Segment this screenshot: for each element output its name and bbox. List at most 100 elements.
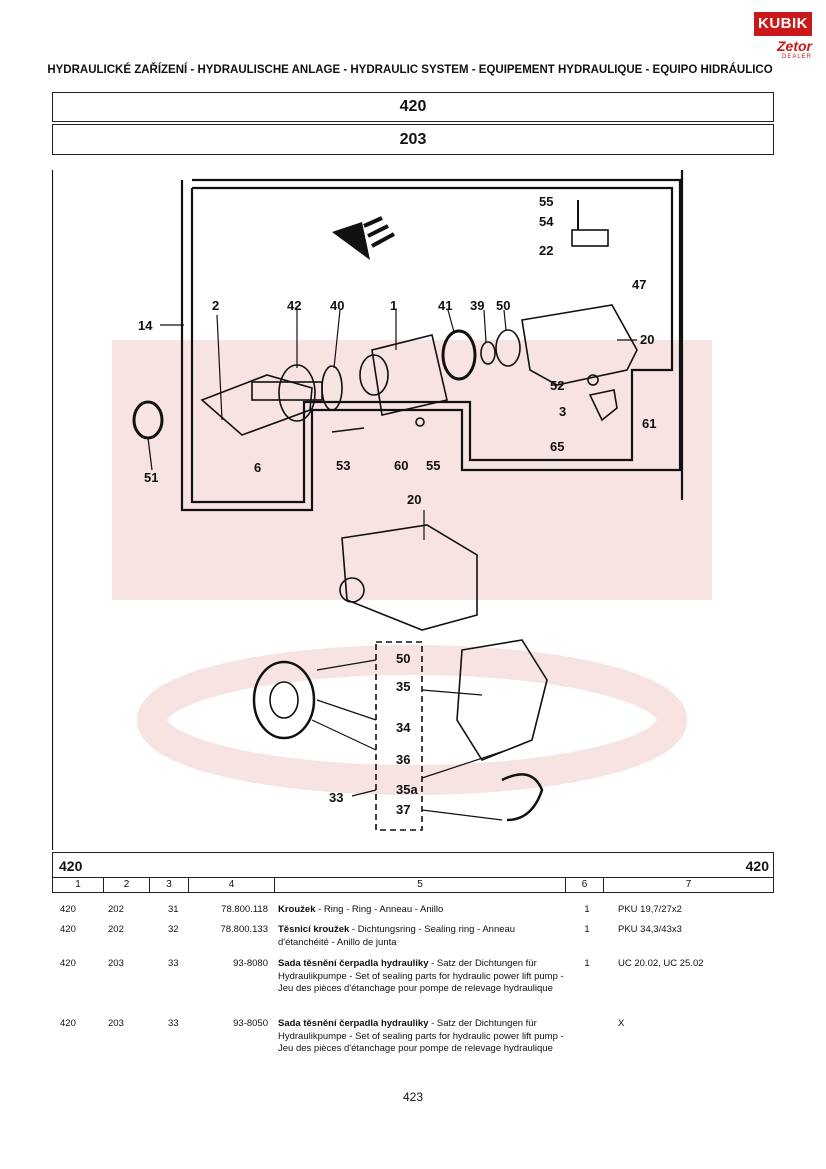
col-header-4: 4: [189, 878, 275, 892]
cell-note: UC 20.02, UC 25.02: [618, 958, 704, 969]
cell-description: Sada těsnění čerpadla hydrauliky - Satz …: [278, 958, 568, 996]
circlip-40: [321, 365, 343, 411]
part-name: Kroužek: [278, 904, 316, 915]
label-47: 47: [632, 277, 646, 292]
cell-position: 31: [168, 904, 179, 915]
label-55: 55: [539, 194, 553, 209]
label-39: 39: [470, 298, 484, 313]
label-37: 37: [396, 802, 410, 817]
label-51: 51: [144, 470, 158, 485]
label-6: 6: [254, 460, 261, 475]
pump-body-20: [521, 304, 638, 386]
cell-subgroup: 202: [108, 924, 124, 935]
label-22: 22: [539, 243, 553, 258]
label-35: 35: [396, 679, 410, 694]
cell-part-number: 93-8050: [233, 1018, 268, 1029]
col-header-5: 5: [275, 878, 566, 892]
ring-39: [480, 341, 496, 365]
watermark: [112, 340, 712, 795]
part-name: Sada těsnění čerpadla hydrauliky: [278, 958, 429, 969]
label-35a: 35a: [396, 782, 418, 797]
cell-part-number: 78.800.133: [220, 924, 268, 935]
cell-group: 420: [60, 958, 76, 969]
label-42: 42: [287, 298, 301, 313]
label-36: 36: [396, 752, 410, 767]
gasket-plate: [456, 639, 548, 761]
label-53: 53: [336, 458, 350, 473]
col-header-6: 6: [566, 878, 604, 892]
cell-subgroup: 203: [108, 958, 124, 969]
logo-brand: KUBIK: [754, 12, 812, 36]
elbow-3: [588, 389, 618, 422]
table-right-code: 420: [745, 858, 769, 874]
label-34: 34: [396, 720, 411, 735]
label-3: 3: [559, 404, 566, 419]
label-40: 40: [330, 298, 344, 313]
cell-description: Kroužek - Ring - Ring - Anneau - Anillo: [278, 904, 568, 917]
cell-note: PKU 34,3/43x3: [618, 924, 682, 935]
exploded-parts-diagram: 55 54 22 47 2 42 40 1 41 39 50 14 20 52 …: [52, 170, 712, 850]
col-header-3: 3: [150, 878, 189, 892]
label-20b: 20: [407, 492, 421, 507]
direction-arrow-icon: [332, 216, 395, 260]
label-14: 14: [138, 318, 153, 333]
table-left-code: 420: [59, 858, 83, 874]
seal-ring-assembly: [252, 660, 316, 740]
fitting-22: [571, 229, 609, 247]
part-translations: - Satz der Dichtungen für Hydraulikpumpe…: [278, 1018, 564, 1054]
cell-subgroup: 202: [108, 904, 124, 915]
part-translations: - Dichtungsring - Sealing ring - Anneau …: [278, 924, 516, 948]
subgroup-code-box: 203: [52, 124, 774, 155]
seal-50: [495, 329, 521, 367]
cell-position: 32: [168, 924, 179, 935]
parts-table-header: 420 420 1 2 3 4 5 6 7: [52, 852, 774, 893]
logo-dealer: DEALER: [781, 54, 812, 60]
label-54: 54: [539, 214, 554, 229]
label-65: 65: [550, 439, 564, 454]
table-row: 420 203 33 93-8080 Sada těsnění čerpadla…: [52, 958, 774, 1018]
col-header-2: 2: [104, 878, 150, 892]
cell-quantity: 1: [584, 924, 590, 935]
cell-group: 420: [60, 924, 76, 935]
leader-lines: [147, 309, 637, 821]
label-55b: 55: [426, 458, 440, 473]
table-row: 420 202 31 78.800.118 Kroužek - Ring - R…: [52, 904, 774, 924]
cell-position: 33: [168, 958, 179, 969]
cell-subgroup: 203: [108, 1018, 124, 1029]
col-header-1: 1: [53, 878, 104, 892]
pump-body-20-lower: [341, 524, 478, 631]
seal-kit-33-box: [375, 641, 423, 831]
cell-part-number: 93-8080: [233, 958, 268, 969]
cell-quantity: 1: [584, 958, 590, 969]
seal-35a: [501, 773, 544, 822]
label-60: 60: [394, 458, 408, 473]
cell-description: Těsnicí kroužek - Dichtungsring - Sealin…: [278, 924, 568, 949]
assembly-outline: [52, 170, 684, 850]
cell-note: PKU 19,7/27x2: [618, 904, 682, 915]
label-52: 52: [550, 378, 564, 393]
page-number: 423: [402, 1090, 424, 1104]
part-translations: - Satz der Dichtungen für Hydraulikpumpe…: [278, 958, 564, 994]
label-20: 20: [640, 332, 654, 347]
table-row: 420 202 32 78.800.133 Těsnicí kroužek - …: [52, 924, 774, 958]
label-2: 2: [212, 298, 219, 313]
drive-shaft-gear: [200, 374, 313, 436]
label-41: 41: [438, 298, 452, 313]
part-name: Těsnicí kroužek: [278, 924, 350, 935]
cell-quantity: 1: [584, 904, 590, 915]
cell-note: X: [618, 1018, 625, 1029]
label-50: 50: [496, 298, 510, 313]
kubik-zetor-logo: KUBIK Zetor DEALER: [754, 12, 812, 64]
label-61: 61: [642, 416, 656, 431]
label-33: 33: [329, 790, 343, 805]
cell-description: Sada těsnění čerpadla hydrauliky - Satz …: [278, 1018, 568, 1056]
parts-table-rows: 420 202 31 78.800.118 Kroužek - Ring - R…: [52, 904, 774, 1078]
part-translations: - Ring - Ring - Anneau - Anillo: [315, 904, 444, 915]
label-50b: 50: [396, 651, 410, 666]
table-row: 420 203 33 93-8050 Sada těsnění čerpadla…: [52, 1018, 774, 1078]
part-name: Sada těsnění čerpadla hydrauliky: [278, 1018, 429, 1029]
cell-group: 420: [60, 1018, 76, 1029]
cell-group: 420: [60, 904, 76, 915]
label-1: 1: [390, 298, 397, 313]
col-header-7: 7: [685, 879, 692, 890]
